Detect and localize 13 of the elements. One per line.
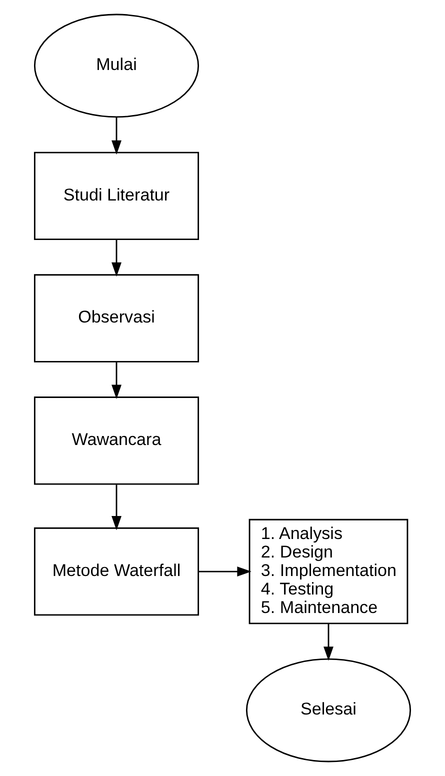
arrow — [324, 624, 334, 661]
node-ellipse: Mulai — [34, 14, 200, 118]
arrow — [112, 240, 122, 277]
node-box: 1. Analysis 2. Design 3. Implementation 4. Testing 5. Maintenance — [248, 518, 408, 624]
arrow — [198, 566, 252, 577]
arrow — [112, 362, 122, 400]
node-box: Wawancara — [34, 396, 200, 485]
node-box: Observasi — [34, 274, 200, 362]
node-box: Metode Waterfall — [34, 527, 200, 616]
node-box: Studi Literatur — [34, 152, 200, 240]
arrow — [112, 117, 122, 155]
arrow — [112, 484, 122, 530]
node-ellipse: Selesai — [246, 658, 412, 762]
